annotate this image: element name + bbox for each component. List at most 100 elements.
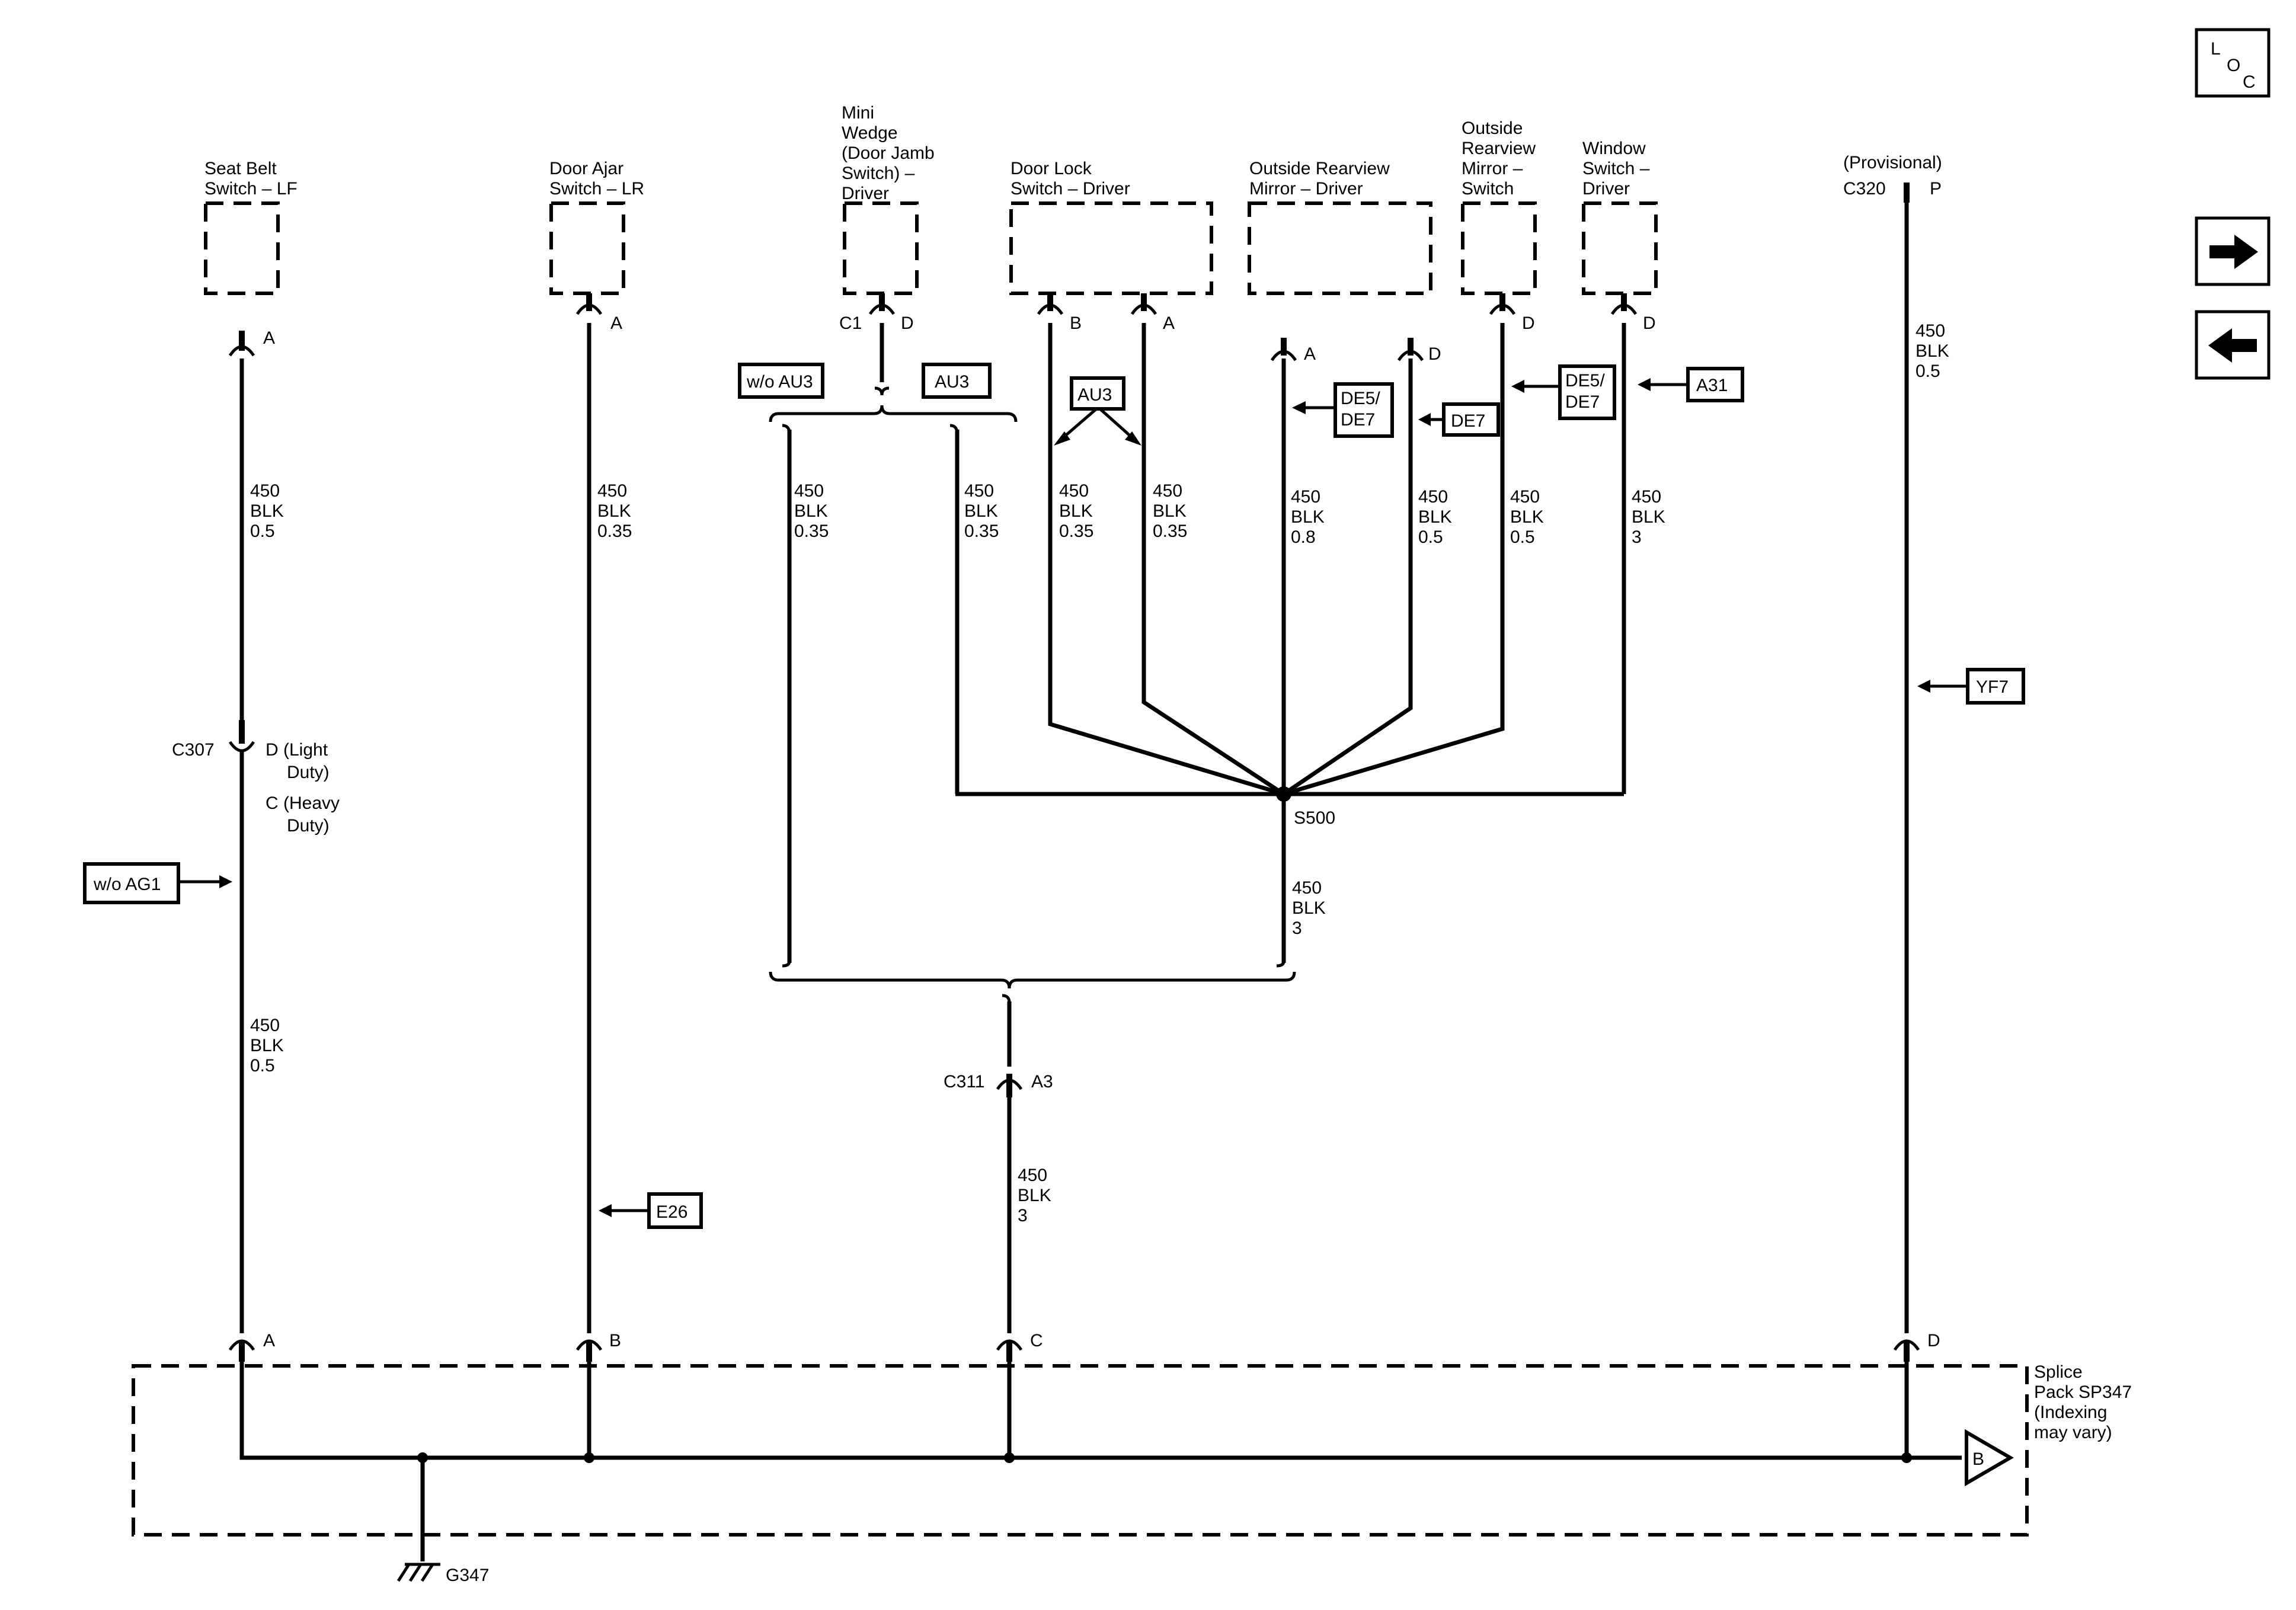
svg-text:C (Heavy: C (Heavy [266,793,340,813]
mini-wedge-switch-box [843,201,919,295]
connector-sp-d [1893,1339,1920,1362]
svg-text:450: 450 [597,481,627,501]
svg-text:3: 3 [1018,1206,1028,1225]
pin-label-window-d: D [1643,313,1656,333]
option-de5-de7-a-box [1334,382,1394,438]
mirror-switch-label: Outside Rearview Mirror – Switch [1462,119,1536,199]
svg-text:Mirror –: Mirror – [1462,159,1523,178]
option-de7-label: DE7 [1451,411,1485,431]
svg-text:Rearview: Rearview [1462,139,1536,158]
splice-pack-output-triangle [1965,1429,2014,1487]
back-button[interactable] [2195,310,2271,380]
door-ajar-switch-label: Door Ajar Switch – LR [549,159,644,199]
option-de5-de7-b-box [1558,364,1616,420]
svg-text:Driver: Driver [1582,179,1630,199]
svg-text:0.35: 0.35 [794,521,829,541]
door-ajar-switch-box [549,201,625,295]
c307-pin-notes: D (Light Duty) C (Heavy Duty) [266,740,340,836]
svg-text:450: 450 [1510,487,1540,507]
svg-text:(Door Jamb: (Door Jamb [842,143,935,163]
pin-label-sp-a: A [263,1331,275,1350]
au3-split-arrows [1054,408,1141,446]
svg-text:O: O [2227,56,2240,75]
window-switch-label: Window Switch – Driver [1582,139,1650,199]
svg-text:may vary): may vary) [2034,1423,2112,1442]
connector-sp-a [228,1339,255,1362]
splice-pack-bus [239,1360,1962,1460]
pin-label-door-lock-b: B [1070,313,1082,333]
pin-label-mini-wedge-d: D [901,313,914,333]
connector-mini-wedge [868,293,896,315]
pin-label-sp-b: B [609,1331,621,1350]
pin-label-mirror-a: A [1304,344,1316,364]
svg-text:D (Light: D (Light [266,740,328,760]
seat-belt-switch-box [204,201,280,295]
svg-text:C: C [2243,72,2256,92]
connector-c307 [228,720,255,753]
option-de5-de7-b-line2: DE7 [1565,392,1600,412]
option-wo-ag1-label: w/o AG1 [93,875,161,894]
splice-pack-output-label: B [1972,1449,1984,1469]
splice-pack-box [132,1364,2029,1537]
svg-text:Switch) –: Switch) – [842,164,915,183]
svg-text:Mini: Mini [842,103,874,123]
mirror-switch-box [1461,201,1537,295]
outside-mirror-label: Outside Rearview Mirror – Driver [1249,159,1390,199]
wire-label-wo-au3: 450 BLK 0.35 [794,481,829,541]
svg-text:0.35: 0.35 [964,521,999,541]
right-arrow-icon [2209,235,2258,269]
connector-mirror-a [1270,338,1297,361]
svg-text:BLK: BLK [1418,507,1452,527]
arrow-yf7-head [1917,680,1930,693]
provisional-connector-label: (Provisional) C320 P [1843,153,1942,199]
mini-wedge-label: Mini Wedge (Door Jamb Switch) – Driver [842,103,935,203]
svg-text:450: 450 [1059,481,1089,501]
connector-sp-b [575,1339,603,1362]
connector-c320-pin [1904,183,1910,203]
ground-symbol [396,1563,440,1582]
c311-pin-label: A3 [1031,1072,1053,1092]
loc-button[interactable]: L O C [2195,28,2271,98]
svg-text:Driver: Driver [842,184,889,203]
svg-text:450: 450 [1153,481,1182,501]
option-brace-bottom [769,971,1296,989]
svg-text:Seat Belt: Seat Belt [204,159,277,178]
svg-text:Duty): Duty) [287,816,330,836]
svg-text:C320: C320 [1843,179,1886,199]
svg-text:3: 3 [1292,918,1302,938]
svg-text:Switch: Switch [1462,179,1514,199]
outside-mirror-box [1248,201,1432,295]
svg-text:0.5: 0.5 [250,521,275,541]
mini-wedge-cup [874,386,890,396]
svg-text:Duty): Duty) [287,763,330,782]
c311-label: C311 [944,1072,985,1092]
forward-button[interactable] [2195,216,2271,286]
s500-label: S500 [1294,808,1335,828]
option-e26-label: E26 [656,1202,687,1222]
option-a31-label: A31 [1696,376,1728,395]
pin-label-sp-c: C [1030,1331,1043,1350]
svg-text:450: 450 [1291,487,1320,507]
wire-label-window-switch: 450 BLK 3 [1632,487,1665,547]
option-de5-de7-b-line1: DE5/ [1565,371,1605,391]
svg-text:Outside Rearview: Outside Rearview [1249,159,1390,178]
svg-text:BLK: BLK [597,501,631,521]
option-au3-top-label: AU3 [935,372,969,392]
wire-label-seat-upper: 450 BLK 0.5 [250,481,284,541]
svg-text:BLK: BLK [250,501,284,521]
option-de5-de7-a-line2: DE7 [1341,410,1375,430]
left-arrow-icon [2208,328,2257,363]
option-de7-box [1442,402,1500,437]
pin-label-door-ajar-a: A [610,313,622,333]
wire-label-door-ajar: 450 BLK 0.35 [597,481,632,541]
svg-text:0.5: 0.5 [1916,361,1940,381]
svg-text:0.35: 0.35 [597,521,632,541]
svg-text:Pack SP347: Pack SP347 [2034,1382,2132,1402]
wire-label-door-lock-b: 450 BLK 0.35 [1059,481,1093,541]
svg-text:450: 450 [250,1016,280,1035]
wire-label-mirror-d: 450 BLK 0.5 [1418,487,1452,547]
svg-text:BLK: BLK [1059,501,1093,521]
svg-text:450: 450 [250,481,280,501]
bus-dot-c [1004,1452,1015,1463]
